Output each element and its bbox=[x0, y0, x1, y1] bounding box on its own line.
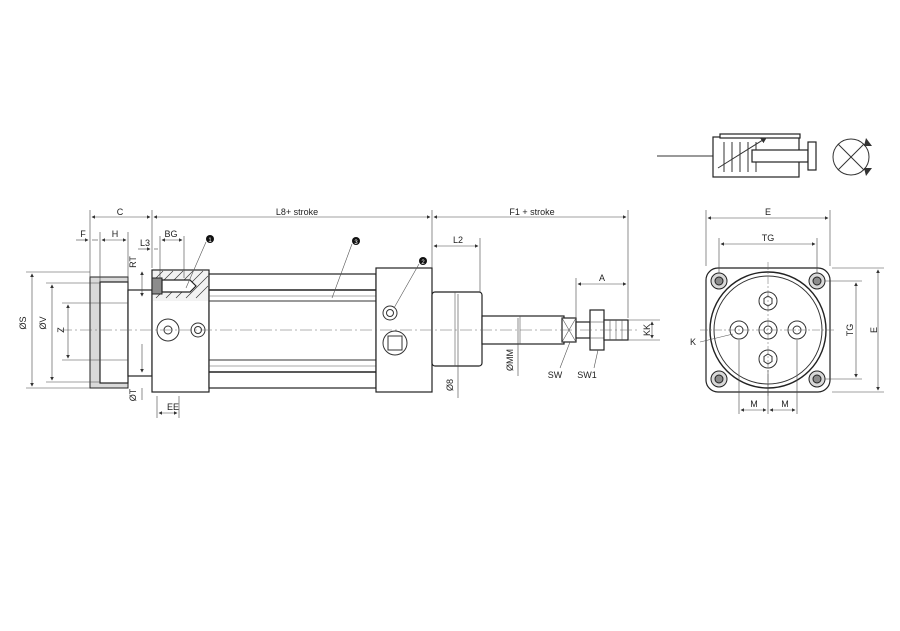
dim-e-side: E bbox=[869, 327, 879, 333]
dim-k: K bbox=[690, 337, 696, 347]
svg-text:2: 2 bbox=[421, 260, 425, 266]
dim-sw: SW bbox=[548, 370, 563, 380]
dim-l2: L2 bbox=[453, 235, 463, 245]
side-view: C L8+ stroke F1 + stroke F H L3 BG RT 1 … bbox=[18, 207, 660, 418]
front-view: E TG TG E K M M bbox=[690, 207, 884, 414]
dim-ov: ØV bbox=[38, 316, 48, 329]
dim-ee: EE bbox=[167, 402, 179, 412]
callout-3 bbox=[352, 237, 360, 245]
set-screw bbox=[151, 277, 163, 295]
callout-1 bbox=[206, 235, 214, 243]
dim-omm: ØMM bbox=[505, 349, 515, 371]
dim-l8-stroke: L8+ stroke bbox=[276, 207, 318, 217]
dim-kk: KK bbox=[642, 324, 652, 336]
dim-rt: RT bbox=[128, 256, 138, 268]
front-flange-face bbox=[99, 281, 129, 384]
dim-m-right: M bbox=[781, 399, 789, 409]
dim-l3: L3 bbox=[140, 238, 150, 248]
dim-f1-stroke: F1 + stroke bbox=[509, 207, 554, 217]
dim-z: Z bbox=[56, 327, 66, 333]
dim-h: H bbox=[112, 229, 119, 239]
callout-2 bbox=[419, 257, 427, 265]
dim-tg-top: TG bbox=[762, 233, 775, 243]
dim-o8: Ø8 bbox=[445, 379, 455, 391]
dim-os: ØS bbox=[18, 316, 28, 329]
dim-ot: ØT bbox=[128, 388, 138, 401]
port-front bbox=[382, 330, 408, 356]
dim-sw1: SW1 bbox=[577, 370, 597, 380]
dim-f: F bbox=[80, 229, 86, 239]
svg-text:1: 1 bbox=[208, 238, 212, 244]
svg-text:3: 3 bbox=[354, 240, 358, 246]
dim-a: A bbox=[599, 273, 605, 283]
dim-e-top: E bbox=[765, 207, 771, 217]
dim-tg-side: TG bbox=[845, 324, 855, 337]
cushion-screw-front bbox=[382, 305, 398, 321]
rod-bearing bbox=[431, 291, 483, 367]
screw-bore bbox=[161, 279, 197, 293]
cylinder-symbol bbox=[657, 133, 872, 178]
dim-c: C bbox=[117, 207, 124, 217]
tie-rods bbox=[710, 272, 826, 388]
symbol-circle bbox=[832, 138, 870, 176]
cylinder-barrel bbox=[208, 273, 377, 389]
dim-bg: BG bbox=[164, 229, 177, 239]
flange-neck bbox=[127, 289, 153, 377]
dim-m-left: M bbox=[750, 399, 758, 409]
